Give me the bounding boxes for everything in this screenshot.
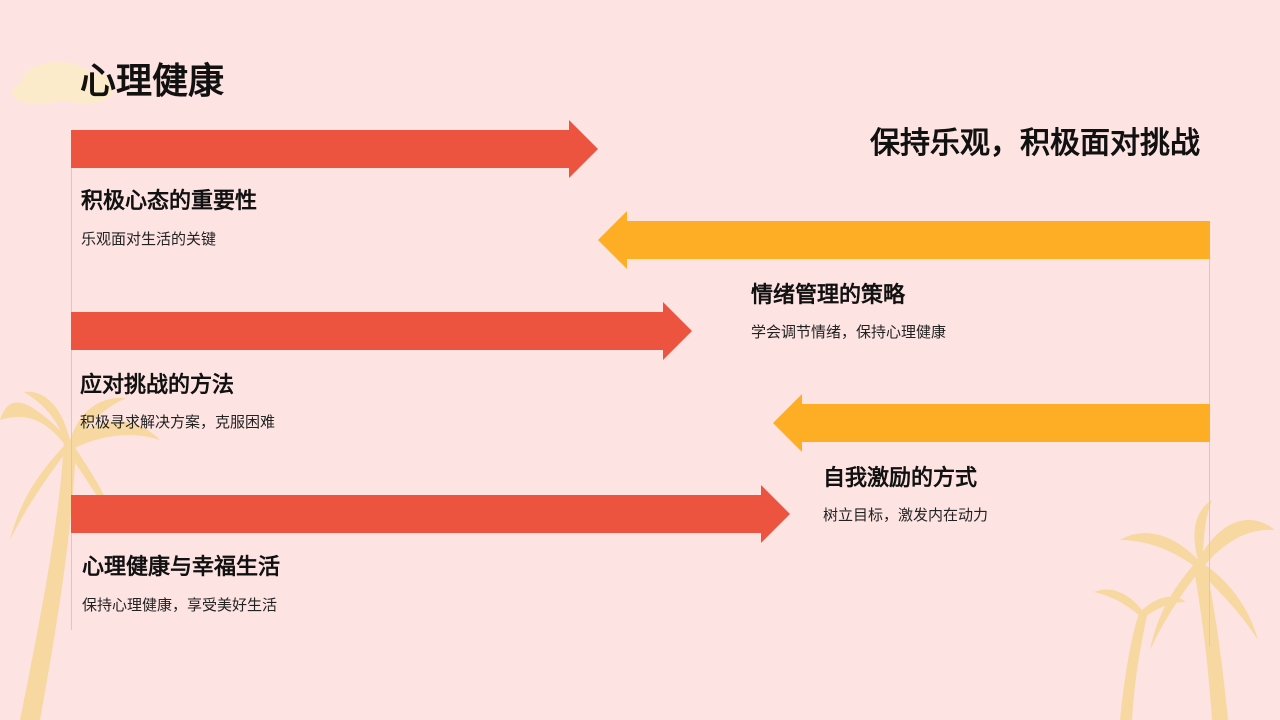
- item-5-description: 保持心理健康，享受美好生活: [82, 596, 278, 614]
- arrow-left-4: [773, 394, 1210, 452]
- arrow-left-2: [598, 211, 1210, 269]
- page-subtitle: 保持乐观，积极面对挑战: [870, 126, 1200, 161]
- item-4-description: 树立目标，激发内在动力: [823, 506, 989, 524]
- arrow-right-5: [71, 485, 790, 543]
- item-3-heading: 应对挑战的方法: [80, 373, 235, 398]
- item-1-description: 乐观面对生活的关键: [81, 230, 217, 248]
- item-3-description: 积极寻求解决方案，克服困难: [80, 413, 276, 431]
- item-2-heading: 情绪管理的策略: [751, 283, 906, 308]
- item-2-description: 学会调节情绪，保持心理健康: [751, 323, 947, 341]
- item-5-heading: 心理健康与幸福生活: [82, 555, 281, 580]
- palm-tree-right-icon: [1094, 500, 1275, 720]
- left-axis-line: [71, 130, 72, 630]
- arrow-right-1: [71, 120, 598, 178]
- item-1-heading: 积极心态的重要性: [81, 189, 258, 214]
- page-title: 心理健康: [80, 61, 225, 102]
- item-4-heading: 自我激励的方式: [823, 466, 978, 491]
- cloud-icon: [12, 62, 114, 104]
- arrow-right-3: [71, 302, 692, 360]
